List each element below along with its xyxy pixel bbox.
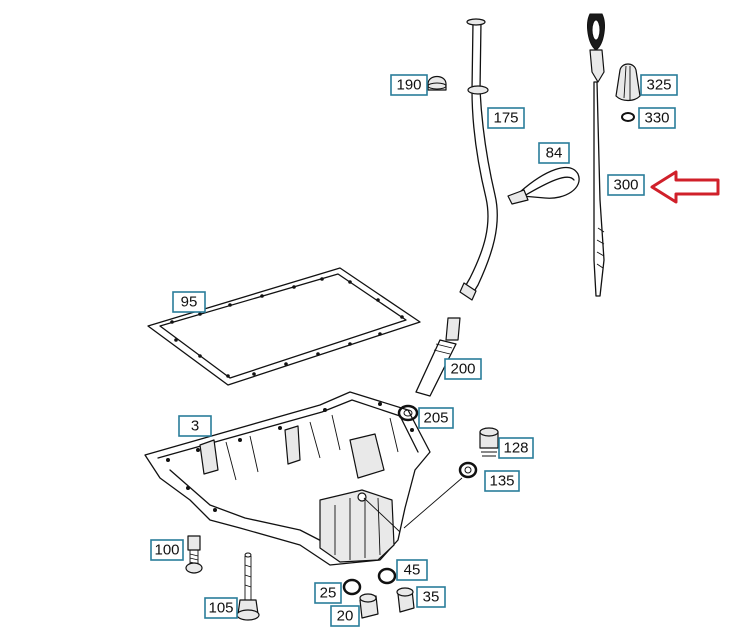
svg-text:128: 128 <box>503 440 528 457</box>
sealing-ring-25 <box>342 578 362 596</box>
drain-plug-washer <box>458 461 478 479</box>
svg-text:205: 205 <box>423 410 448 427</box>
oil-pan-gasket <box>147 267 421 386</box>
svg-text:190: 190 <box>396 77 421 94</box>
svg-text:175: 175 <box>493 110 518 127</box>
callout-35: 35 <box>416 586 446 608</box>
highlight-arrow <box>650 170 720 204</box>
drain-plug <box>479 427 499 457</box>
leader-line-135 <box>363 477 463 533</box>
callout-300: 300 <box>607 174 645 196</box>
svg-text:25: 25 <box>320 585 337 602</box>
long-pan-bolt <box>236 552 260 621</box>
callout-325: 325 <box>640 74 678 96</box>
callout-105: 105 <box>204 597 238 619</box>
callout-190: 190 <box>390 74 428 96</box>
rubber-grommet <box>427 75 447 91</box>
callout-84: 84 <box>538 142 570 164</box>
svg-text:35: 35 <box>423 589 440 606</box>
dipstick-guide-tube <box>459 18 498 301</box>
sealing-ring-45 <box>377 567 397 585</box>
svg-text:100: 100 <box>154 542 179 559</box>
pan-bolt <box>185 535 203 574</box>
callout-3: 3 <box>178 415 212 437</box>
oil-dipstick <box>587 13 605 297</box>
plug-20 <box>359 593 379 619</box>
svg-text:325: 325 <box>646 77 671 94</box>
callout-128: 128 <box>498 437 534 459</box>
callout-205: 205 <box>418 407 454 429</box>
dipstick-lower-tube <box>415 317 461 397</box>
svg-text:200: 200 <box>450 361 475 378</box>
svg-text:20: 20 <box>337 608 354 625</box>
callout-330: 330 <box>638 107 676 129</box>
svg-text:45: 45 <box>404 562 421 579</box>
svg-text:84: 84 <box>546 145 563 162</box>
callout-95: 95 <box>172 291 206 313</box>
dipstick-o-ring <box>621 112 635 122</box>
cable-tie <box>507 166 580 205</box>
dipstick-seal-cap <box>615 63 641 102</box>
tube-seal-ring <box>397 404 419 422</box>
callout-100: 100 <box>150 539 184 561</box>
svg-text:105: 105 <box>208 600 233 617</box>
callout-175: 175 <box>487 107 525 129</box>
svg-text:3: 3 <box>191 418 199 435</box>
svg-text:95: 95 <box>181 294 198 311</box>
plug-35 <box>396 587 415 613</box>
svg-text:330: 330 <box>644 110 669 127</box>
callout-20: 20 <box>330 605 360 627</box>
svg-text:135: 135 <box>489 473 514 490</box>
callout-200: 200 <box>444 358 482 380</box>
svg-text:300: 300 <box>613 177 638 194</box>
callout-135: 135 <box>484 470 520 492</box>
oil-pan <box>144 391 431 566</box>
callout-45: 45 <box>396 559 428 581</box>
callout-25: 25 <box>314 582 342 604</box>
